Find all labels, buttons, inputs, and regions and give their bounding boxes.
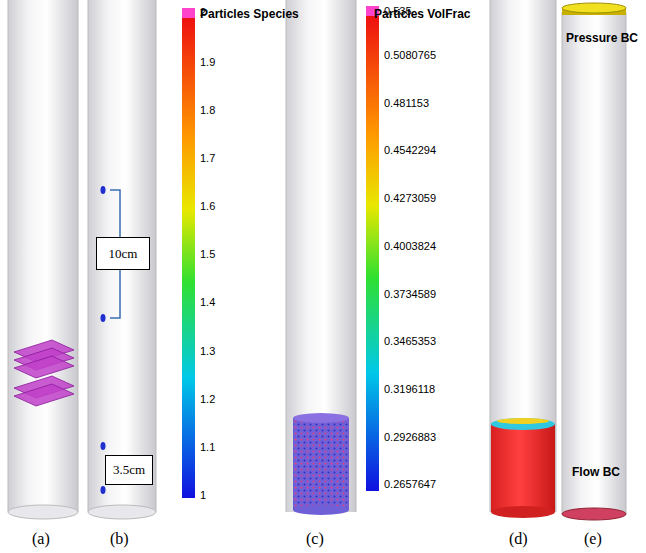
- tick-label: 0.4003824: [384, 240, 436, 253]
- dimension-text: 10cm: [109, 246, 138, 262]
- tick-label: 0.3465353: [384, 335, 436, 348]
- boundary-label: Pressure BC: [566, 32, 638, 45]
- tick-label: 1.5: [200, 248, 215, 261]
- tick-label: 1: [200, 489, 206, 502]
- tick-label: 1.8: [200, 104, 215, 117]
- tick-label: 1.4: [200, 296, 215, 309]
- dimension-text: 3.5cm: [113, 462, 145, 478]
- tick-label: 0.4273059: [384, 192, 436, 205]
- color-bar-top: [182, 8, 195, 18]
- panel-label: (a): [32, 530, 50, 548]
- tick-label: 0.535: [384, 5, 412, 18]
- tick-label: 1.2: [200, 393, 215, 406]
- tick-label: 1.1: [200, 441, 215, 454]
- tick-label: 0.3734589: [384, 288, 436, 301]
- tick-label: 0.481153: [384, 97, 429, 110]
- tube: [490, 0, 556, 518]
- color-bar: [366, 16, 379, 491]
- tick-label: 0.3196118: [384, 383, 435, 396]
- bar-title: Particles Species: [200, 8, 299, 21]
- tick-label: 2: [200, 6, 206, 19]
- tube: [88, 0, 156, 519]
- tick-label: 1.6: [200, 200, 215, 213]
- panel-label: (b): [110, 530, 129, 548]
- tick-label: 1.3: [200, 345, 215, 358]
- dimension-box: 3.5cm: [105, 455, 153, 485]
- tick-label: 0.2657647: [384, 478, 436, 491]
- tick-label: 0.4542294: [384, 144, 436, 157]
- tick-label: 1.9: [200, 56, 215, 69]
- panel-label: (c): [306, 530, 324, 548]
- panel-label: (d): [509, 530, 528, 548]
- tube: [562, 3, 626, 520]
- tick-label: 0.2926883: [384, 431, 436, 444]
- tube: [8, 0, 78, 519]
- boundary-label: Flow BC: [572, 466, 620, 479]
- color-bar: [182, 18, 195, 498]
- panel-label: (e): [584, 530, 602, 548]
- tick-label: 1.7: [200, 152, 215, 165]
- tube: [286, 0, 356, 515]
- dimension-box: 10cm: [96, 237, 150, 270]
- tick-label: 0.5080765: [384, 49, 436, 62]
